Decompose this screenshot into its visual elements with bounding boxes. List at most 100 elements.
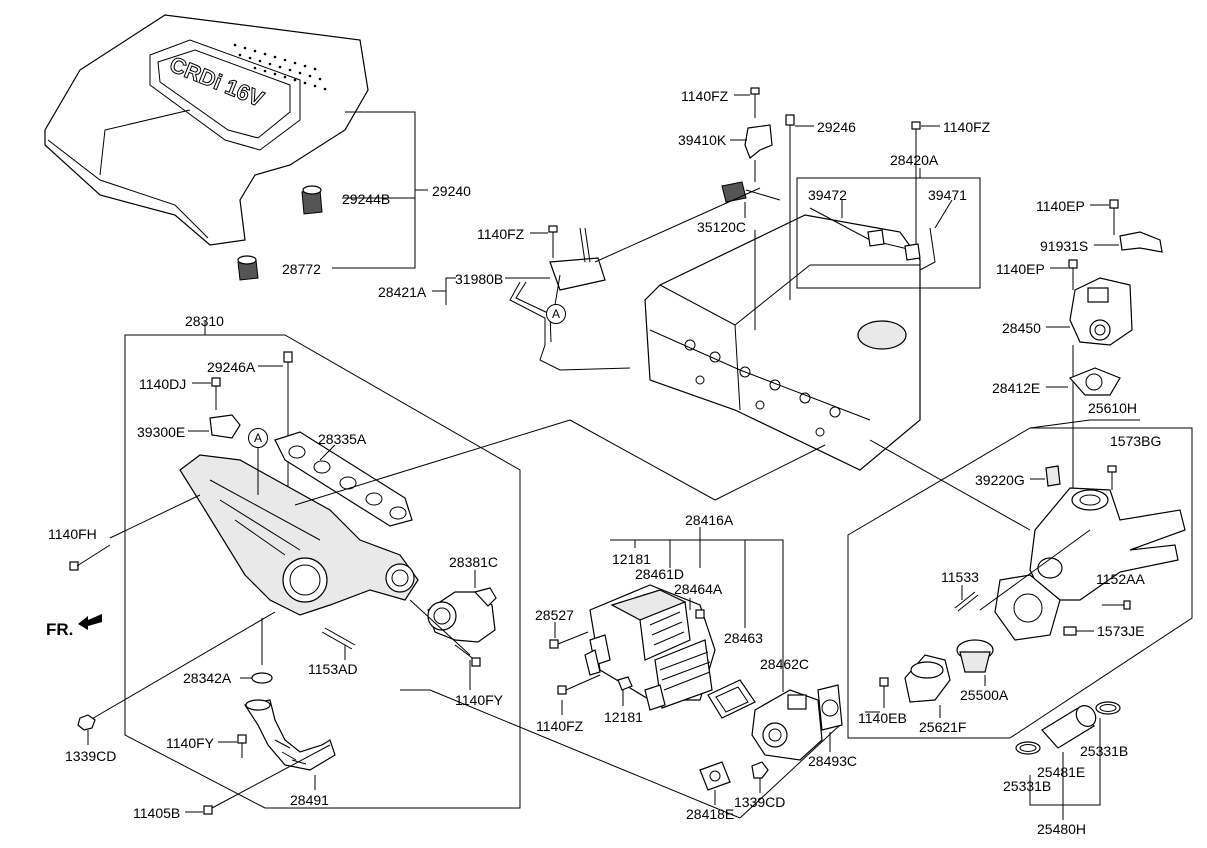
label-28421a: 28421A [378,284,427,300]
hose-25481e [1041,705,1097,749]
label-91931s: 91931S [1040,238,1089,254]
label-1140fz-cooler: 1140FZ [536,718,584,734]
label-25331b-right: 25331B [1080,743,1129,759]
bolt-1140ep-mid [1068,259,1078,290]
grommet-28772 [237,255,259,281]
label-28463: 28463 [724,630,763,646]
label-1140dj: 1140DJ [139,376,187,392]
label-25331b-left: 25331B [1003,778,1052,794]
egr-pipe-28421a [509,227,631,371]
label-25481e: 25481E [1037,764,1086,780]
label-28342a: 28342A [183,670,232,686]
bolt-1140fz-right [911,121,921,250]
callout-marker-a-lower: A [248,428,268,448]
label-39472: 39472 [808,187,847,203]
outline-28310 [124,334,521,809]
label-28420a: 28420A [890,152,939,168]
bolt-1140fz-cooler [557,674,601,695]
label-29244b: 29244B [342,191,391,207]
bolt-29246 [785,114,795,250]
callout-marker-a-upper: A [546,304,566,324]
label-28450: 28450 [1002,320,1041,336]
pipe-28491 [244,699,336,771]
label-11533: 11533 [941,569,979,585]
label-1339cd-right: 1339CD [734,794,786,810]
label-28412e: 28412E [992,380,1041,396]
water-outlet-housing [994,487,1186,641]
bolt-1140fz-left [548,225,558,258]
bolt-1140eb [879,677,889,708]
front-arrow-icon [78,614,102,630]
label-1140fz-right: 1140FZ [943,119,991,135]
label-25610h: 25610H [1088,400,1138,416]
label-39220g: 39220G [975,472,1025,488]
nut-1339cd-right [751,761,769,779]
stud-11533 [954,591,979,612]
label-28418e: 28418E [686,806,735,822]
label-29240: 29240 [432,183,471,199]
label-29246a: 29246A [207,359,256,375]
label-28491: 28491 [290,792,329,808]
throttle-body-28381c [427,587,497,643]
label-25621f: 25621F [919,719,967,735]
label-28462c: 28462C [760,656,810,672]
bolt-1573bg [1107,465,1117,490]
grommet-29244b [301,185,323,215]
nut-12181 [617,676,633,691]
label-28310: 28310 [185,313,224,329]
label-28416a: 28416A [685,512,734,528]
label-28464a: 28464A [674,581,723,597]
label-28772: 28772 [282,261,321,277]
bolt-28527 [549,631,589,649]
bolt-1140fy-right [471,657,481,667]
label-28493c: 28493C [808,753,858,769]
label-35120c: 35120C [697,219,747,235]
label-1140ep-mid: 1140EP [996,261,1045,277]
nut-1339cd-left [77,714,96,731]
stud-1153ad [321,627,356,650]
label-1153ad: 1153AD [308,661,358,677]
gasket-28412e [1068,367,1121,396]
bracket-91931s [1119,231,1163,253]
label-39471: 39471 [928,187,967,203]
label-39410k: 39410K [678,132,727,148]
clamp-25331b-upper [1095,701,1121,715]
label-1140fz-top: 1140FZ [681,88,729,104]
gasket-28463 [707,679,756,719]
label-31980b: 31980B [455,271,504,287]
label-28461d: 28461D [635,566,685,582]
gasket-28493c [817,684,843,731]
egr-cooler [584,584,716,711]
label-12181-bottom: 12181 [604,709,643,725]
label-1140ep-top: 1140EP [1036,198,1085,214]
label-1573bg: 1573BG [1110,433,1162,449]
sensor-39300e [209,414,241,439]
label-1573je: 1573JE [1097,623,1145,639]
label-11405b: 11405B [133,805,181,821]
bolt-1140dj [211,377,221,410]
housing-25621f [904,654,951,703]
egr-valve-28462c [751,689,823,761]
clamp-25331b-lower [1015,741,1041,755]
label-25480h: 25480H [1037,821,1087,837]
bolt-1573je [1063,626,1077,636]
label-28381c: 28381C [449,554,499,570]
bolt-1140fy-left [237,734,247,758]
bolt-1140fh [69,544,111,571]
thermostat-25500a [956,639,994,673]
egr-valve-28450 [1069,277,1133,346]
label-1140fy-left: 1140FY [166,735,214,751]
engine-cover: CRDi 16V [44,14,369,246]
label-25500a: 25500A [960,687,1009,703]
sensor-39410k [744,124,773,159]
label-28335a: 28335A [318,431,367,447]
label-fr: FR. [46,620,74,639]
gasket-28418e [699,761,731,791]
label-28527: 28527 [535,607,574,623]
bolt-1140fz-top [750,87,760,118]
oring-28342a [251,672,273,684]
bolt-1140ep-top [1109,199,1119,235]
label-1152aa: 1152AA [1096,571,1145,587]
label-1339cd-left: 1339CD [65,748,117,764]
